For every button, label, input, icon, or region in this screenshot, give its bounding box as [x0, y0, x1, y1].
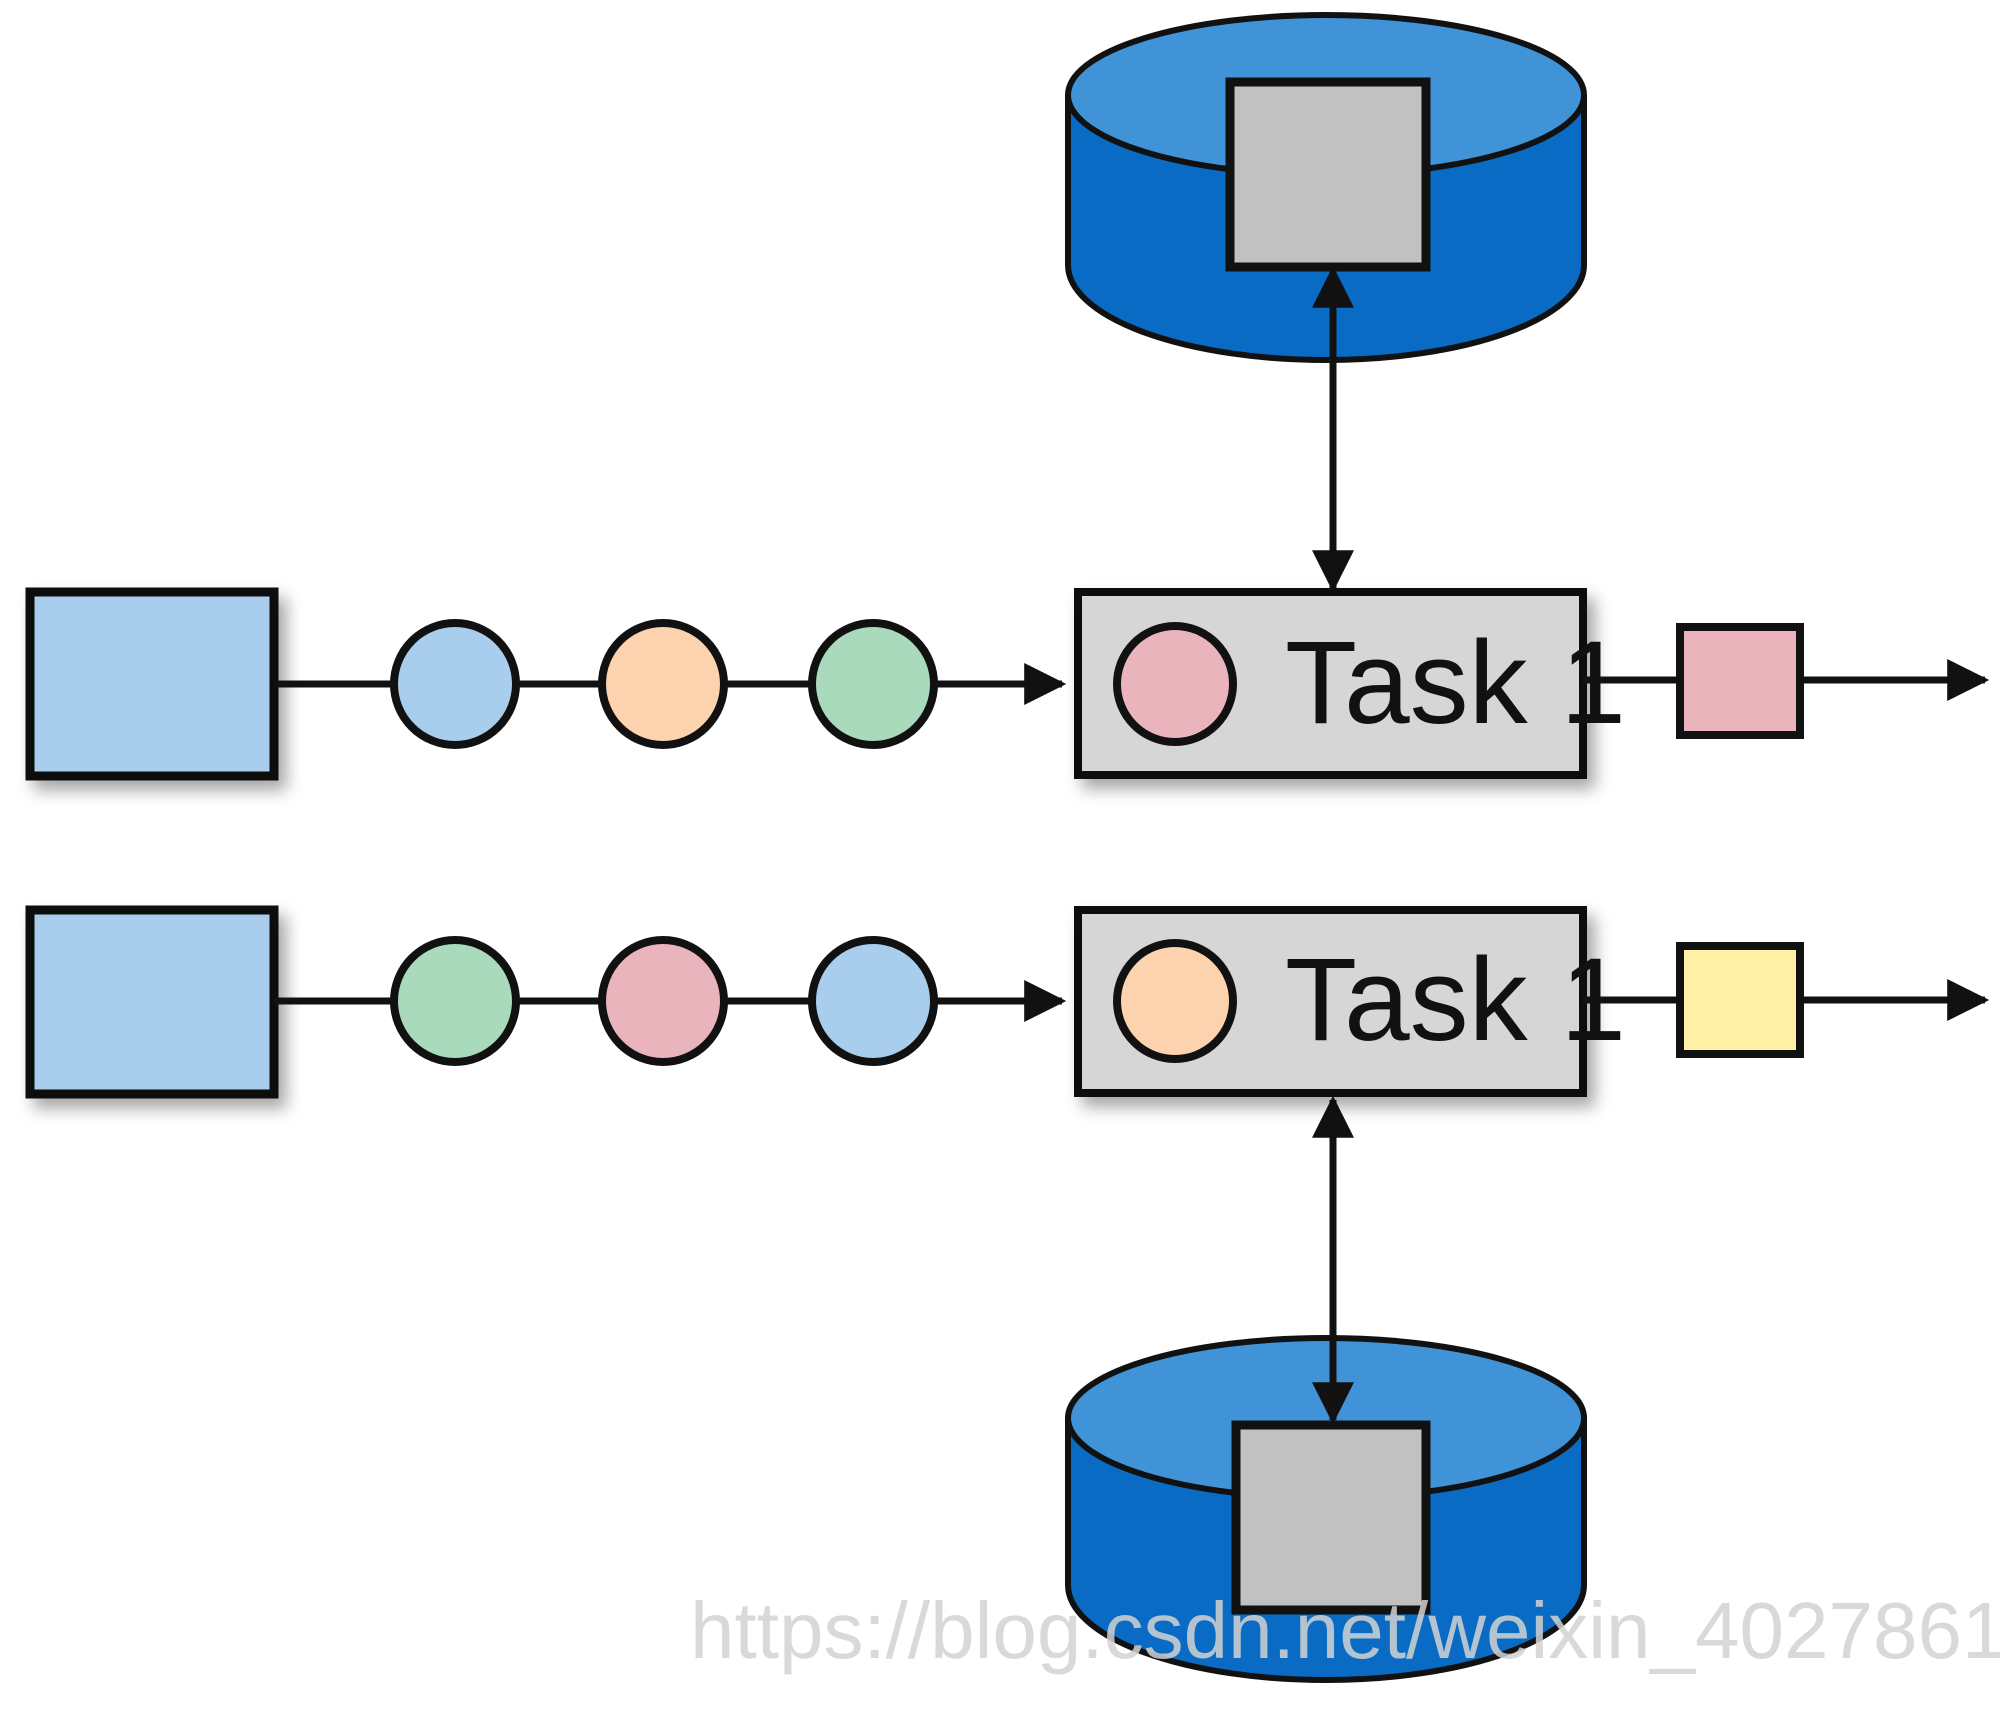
output-square-icon: [1676, 623, 1804, 739]
state-store-bottom-key: [1231, 1420, 1431, 1615]
event-circle-icon: [808, 619, 938, 749]
source-square-icon: [25, 587, 279, 781]
event-circle-icon: [390, 936, 520, 1066]
task-label: Task 1: [1285, 934, 1626, 1066]
pipeline-row-2: Task 1: [25, 905, 1990, 1099]
pipeline-row-1: Task 1: [25, 587, 1990, 781]
task-event-circle-icon: [1113, 939, 1237, 1063]
source-square-icon: [25, 905, 279, 1099]
output-square-icon: [1676, 942, 1804, 1058]
state-store-top: [1065, 12, 1587, 363]
event-circle-icon: [390, 619, 520, 749]
event-circle-icon: [598, 619, 728, 749]
watermark-text: https://blog.csdn.net/weixin_40278610: [690, 1586, 2000, 1675]
event-circle-icon: [808, 936, 938, 1066]
event-circle-icon: [598, 936, 728, 1066]
state-store-top-key: [1225, 77, 1431, 272]
task-label: Task 1: [1285, 617, 1626, 749]
task-event-circle-icon: [1113, 622, 1237, 746]
